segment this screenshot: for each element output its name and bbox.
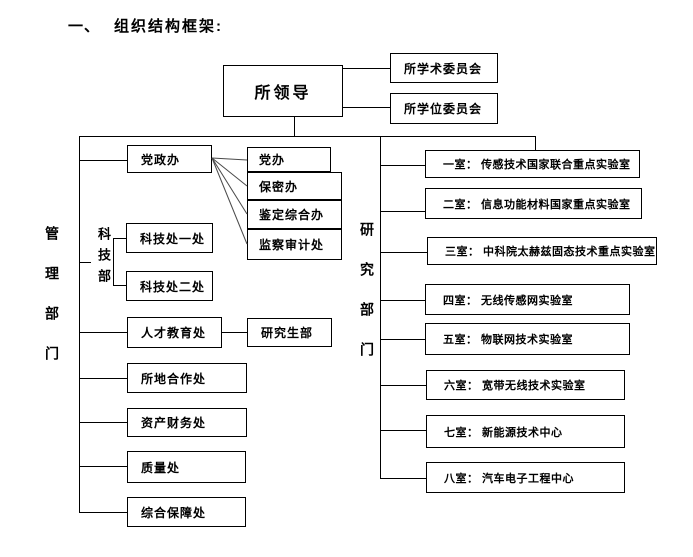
node-label: 六室： 宽带无线技术实验室 xyxy=(444,380,586,392)
node-asset-finance-office: 资产财务处 xyxy=(127,408,247,437)
node-label: 质量处 xyxy=(141,460,181,475)
node-label: 综合保障处 xyxy=(141,505,207,520)
node-institute-local-cooperation-office: 所地合作处 xyxy=(127,363,247,393)
connector-branch-room-8 xyxy=(380,478,426,479)
connector-branch-party-gov xyxy=(79,160,127,161)
node-quality-office: 质量处 xyxy=(127,451,246,483)
node-room-2: 二室： 信息功能材料国家重点实验室 xyxy=(425,188,642,219)
connector-branch-general-support xyxy=(79,512,127,513)
connector-branch-room-1 xyxy=(380,165,425,166)
node-institute-leadership: 所领导 xyxy=(223,65,343,117)
node-label: 八室： 汽车电子工程中心 xyxy=(444,472,575,485)
section-heading: 组织结构框架: xyxy=(114,18,224,35)
node-label: 党政办 xyxy=(141,152,181,167)
connector-branch-room-6 xyxy=(380,385,426,386)
connector-branch-room-4 xyxy=(380,300,425,301)
node-room-8: 八室： 汽车电子工程中心 xyxy=(426,462,625,493)
node-label: 研究生部 xyxy=(261,326,314,340)
node-label: 二室： 信息功能材料国家重点实验室 xyxy=(443,198,631,211)
connector-party-gov-fan xyxy=(211,157,248,245)
connector-sci-tech-bracket xyxy=(113,238,114,286)
node-label: 四室： 无线传感网实验室 xyxy=(443,294,574,307)
node-room-7: 七室： 新能源技术中心 xyxy=(426,415,625,448)
node-label: 资产财务处 xyxy=(141,416,207,430)
node-room-5: 五室： 物联网技术实验室 xyxy=(425,323,630,355)
node-label: 所领导 xyxy=(254,85,312,102)
node-sci-tech-div-2: 科技处二处 xyxy=(126,271,213,301)
node-sci-tech-div-1: 科技处一处 xyxy=(126,223,213,253)
node-label: 鉴定综合办 xyxy=(259,208,325,222)
node-room-4: 四室： 无线传感网实验室 xyxy=(425,284,630,315)
connector-branch-room-2 xyxy=(380,211,425,212)
group-label-research: 研究部门 xyxy=(359,222,375,382)
section-title: 一、组织结构框架: xyxy=(68,15,223,36)
group-label-management: 管理部门 xyxy=(44,226,60,386)
connector-branch-room-3 xyxy=(380,252,427,253)
connector-root-drop xyxy=(294,117,295,136)
connector-right-trunk xyxy=(380,136,381,478)
node-label: 科技处二处 xyxy=(140,279,206,294)
connector-branch-asset-finance xyxy=(79,422,127,423)
node-label: 七室： 新能源技术中心 xyxy=(444,426,563,439)
connector-branch-local-cooperation xyxy=(79,378,127,379)
node-graduate-dept: 研究生部 xyxy=(247,318,332,347)
node-degree-committee: 所学位委员会 xyxy=(390,93,498,124)
node-general-support-office: 综合保障处 xyxy=(127,497,246,527)
connector-branch-talent-education xyxy=(79,332,127,333)
section-number: 一、 xyxy=(68,18,101,35)
node-talent-education-office: 人才教育处 xyxy=(127,317,222,348)
node-room-6: 六室： 宽带无线技术实验室 xyxy=(426,370,625,400)
node-label: 保密办 xyxy=(259,179,299,194)
node-appraisal-general-office: 鉴定综合办 xyxy=(247,200,342,229)
node-label: 所地合作处 xyxy=(141,371,207,386)
node-academic-committee: 所学术委员会 xyxy=(390,53,498,83)
node-party-gov-office: 党政办 xyxy=(127,145,212,173)
node-label: 人才教育处 xyxy=(141,326,207,340)
node-party-office: 党办 xyxy=(247,147,331,172)
connector-talent-to-graduate xyxy=(222,332,247,333)
connector-sci-tech-div2 xyxy=(113,285,126,286)
node-label: 五室： 物联网技术实验室 xyxy=(443,334,574,346)
connector-academic-committee xyxy=(343,68,390,69)
connector-room1-drop xyxy=(535,136,536,150)
node-label: 一室： 传感技术国家联合重点实验室 xyxy=(443,159,631,171)
node-label: 所学位委员会 xyxy=(404,102,483,116)
connector-branch-room-7 xyxy=(380,430,426,431)
connector-branch-sci-tech-dept xyxy=(79,262,91,263)
node-confidentiality-office: 保密办 xyxy=(247,172,342,200)
connector-main-horizontal xyxy=(79,136,536,137)
connector-branch-quality xyxy=(79,466,127,467)
connector-degree-committee xyxy=(343,107,390,108)
connector-left-trunk xyxy=(79,136,80,513)
node-label: 所学术委员会 xyxy=(404,61,483,76)
connector-sci-tech-div1 xyxy=(113,238,126,239)
node-label: 三室： 中科院太赫兹固态技术重点实验室 xyxy=(445,246,656,258)
node-label: 监察审计处 xyxy=(259,238,325,252)
connector-branch-room-5 xyxy=(380,339,425,340)
node-label: 党办 xyxy=(259,153,286,167)
node-label: 科技处一处 xyxy=(140,231,206,246)
group-label-sci-tech-dept: 科技部 xyxy=(96,227,111,290)
node-room-3: 三室： 中科院太赫兹固态技术重点实验室 xyxy=(427,237,657,265)
node-supervision-audit-office: 监察审计处 xyxy=(247,229,342,260)
node-room-1: 一室： 传感技术国家联合重点实验室 xyxy=(425,150,640,178)
